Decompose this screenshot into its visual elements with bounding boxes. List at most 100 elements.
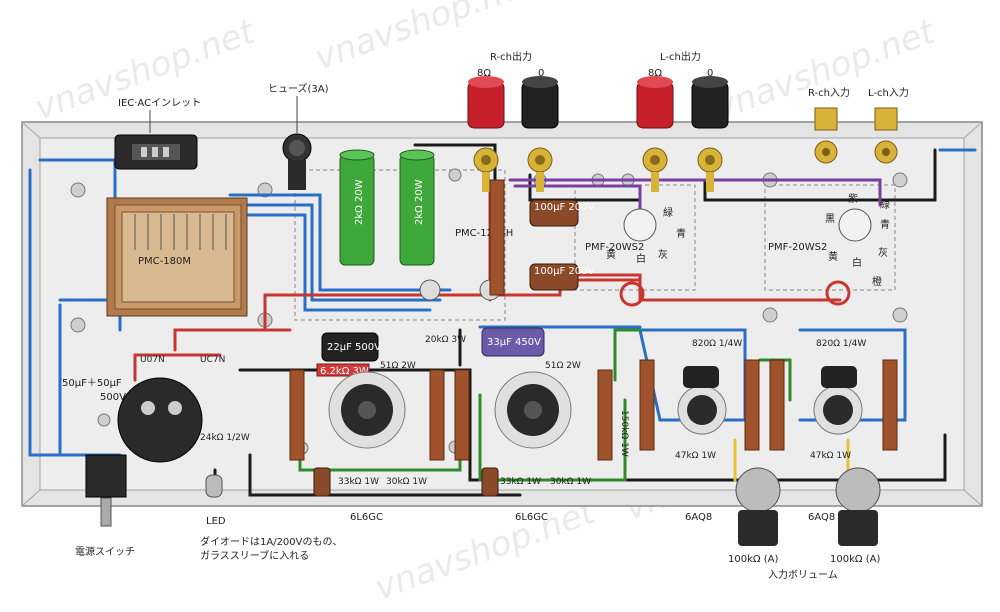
power-switch: 電源スイッチ (75, 454, 135, 558)
label-iec-inlet: IEC·ACインレット (118, 98, 201, 109)
label-input-volume: 入力ボリューム (768, 568, 838, 581)
small-caps (313, 467, 499, 497)
screw-icon (97, 413, 111, 427)
label-tube-6l6gc-a: 6L6GC (350, 512, 383, 523)
cap-33uf: 33μF 450V (481, 327, 545, 357)
label-lch-input: L-ch入力 (868, 86, 909, 99)
terminal-r-8ohm (467, 76, 505, 192)
volume-pot-l: 100kΩ (A) (830, 467, 881, 565)
tube-socket-6aq8-a: 6AQ8 (677, 366, 727, 523)
label-wire-blue-r: 青 (676, 227, 686, 240)
label-res-820-b: 820Ω 1/4W (816, 339, 866, 349)
cap-100uf-a: 100μF 200V (529, 199, 594, 227)
label-wire-black-l: 黒 (825, 213, 835, 225)
fuse-holder: ヒューズ(3A) (268, 82, 329, 190)
label-vol-a: 100kΩ (A) (728, 554, 778, 565)
tag-strips (289, 179, 898, 461)
screw-icon (70, 182, 86, 198)
label-rch-output: R-ch出力 (490, 50, 532, 63)
label-tube-6aq8-a: 6AQ8 (685, 512, 712, 523)
label-transformer: PMC-180M (138, 256, 191, 267)
screw-icon (892, 307, 908, 323)
label-wire-green-r: 緑 (663, 206, 673, 219)
label-diode-note-1: ダイオードは1A/200Vのもの、 (200, 535, 343, 548)
label-block-cap-line2: 500V (100, 392, 126, 403)
label-l-8ohm: 8Ω (648, 68, 662, 79)
volume-pot-r: 100kΩ (A) (728, 467, 781, 565)
label-lch-output: L-ch出力 (660, 50, 701, 63)
cap-100uf-b: 100μF 200V (529, 263, 594, 291)
label-r-0: 0 (538, 68, 544, 79)
screw-icon (762, 307, 778, 323)
label-res-2k-20w-b: 2kΩ 20W (414, 179, 425, 225)
label-res-47k-b: 47kΩ 1W (810, 451, 851, 461)
terminal-l-8ohm (636, 76, 674, 192)
label-wire-white-r: 白 (636, 252, 646, 265)
watermark: vnavshop.net (309, 0, 541, 78)
label-res-33k-b: 33kΩ 1W (500, 477, 541, 487)
label-wire-gray-r: 灰 (658, 248, 668, 261)
label-led: LED (206, 516, 226, 527)
label-res-24k: 24kΩ 1/2W (200, 433, 250, 443)
label-out-tr-l: PMF-20WS2 (768, 242, 827, 253)
label-diode-b: UC7N (200, 355, 225, 365)
screw-icon (448, 168, 462, 182)
label-diode-a: U07N (140, 355, 165, 365)
resistor-2k-20w-b: 2kΩ 20W (399, 149, 435, 266)
label-vol-b: 100kΩ (A) (830, 554, 880, 565)
label-cap-33uf: 33μF 450V (487, 337, 541, 348)
tube-socket-6l6gc-b: 6L6GC (494, 371, 572, 523)
label-tube-6l6gc-b: 6L6GC (515, 512, 548, 523)
label-res-33k-a: 33kΩ 1W (338, 477, 379, 487)
led-indicator: LED (205, 474, 226, 527)
label-power-switch: 電源スイッチ (75, 545, 135, 558)
wire-purple (508, 178, 882, 207)
label-res-820-a: 820Ω 1/4W (692, 339, 742, 349)
label-wire-yellow-l: 黄 (828, 250, 838, 263)
label-res-150k: 150kΩ 1W (619, 410, 629, 457)
label-fuse: ヒューズ(3A) (268, 82, 329, 95)
wire-black (413, 143, 497, 187)
rca-jack-l (874, 107, 898, 164)
label-res-30k-b: 30kΩ 1W (550, 477, 591, 487)
label-l-0: 0 (707, 68, 713, 79)
label-res-47k-a: 47kΩ 1W (675, 451, 716, 461)
label-wire-green-l: 緑 (880, 198, 890, 211)
label-choke: PMC-1223H (455, 228, 513, 239)
label-res-51-a: 51Ω 2W (380, 361, 416, 371)
label-cap-22uf: 22μF 500V (327, 342, 381, 353)
watermark: vnavshop.net (369, 491, 601, 608)
diode-note: ダイオードは1A/200Vのもの、 ガラススリーブに入れる (200, 535, 343, 562)
label-wire-blue-l: 青 (880, 218, 890, 231)
screw-icon (892, 172, 908, 188)
iec-ac-inlet: IEC·ACインレット (114, 98, 201, 170)
rca-jack-r (814, 107, 838, 164)
label-res-51-b: 51Ω 2W (545, 361, 581, 371)
screw-icon (70, 317, 86, 333)
label-block-cap-line1: 50μF＋50μF (62, 378, 122, 389)
tube-socket-6l6gc-a: 6L6GC (328, 371, 406, 523)
terminal-l-0 (691, 76, 729, 192)
label-wire-orange-l: 橙 (872, 275, 882, 288)
rca-inputs: R-ch入力 L-ch入力 (808, 86, 909, 164)
label-res-6k2: 6.2kΩ 3W (320, 366, 369, 377)
label-wire-yellow-r: 黄 (606, 248, 616, 261)
watermark: vnavshop.net (29, 11, 261, 128)
wires (28, 143, 977, 497)
output-transformer-l: PMF-20WS2 紫 緑 青 黒 灰 黄 白 橙 (768, 193, 890, 306)
output-transformer-r: PMF-20WS2 緑 青 黄 白 灰 (585, 206, 686, 307)
label-out-tr-r: PMF-20WS2 (585, 242, 644, 253)
power-transformer: PMC-180M (106, 197, 248, 317)
block-capacitor: 50μF＋50μF 500V (62, 377, 203, 463)
tube-socket-6aq8-b: 6AQ8 (808, 366, 863, 523)
label-wire-white-l: 白 (852, 256, 862, 269)
label-res-2k-20w-a: 2kΩ 20W (354, 179, 365, 225)
label-res-20k: 20kΩ 3W (425, 335, 466, 345)
label-tube-6aq8-b: 6AQ8 (808, 512, 835, 523)
terminal-r-0 (521, 76, 559, 192)
resistor-labels: 6.2kΩ 3W 20kΩ 3W 51Ω 2W 51Ω 2W 150kΩ 1W … (140, 335, 866, 487)
label-r-8ohm: 8Ω (477, 68, 491, 79)
resistor-2k-20w-a: 2kΩ 20W (339, 149, 375, 266)
label-res-30k-a: 30kΩ 1W (386, 477, 427, 487)
